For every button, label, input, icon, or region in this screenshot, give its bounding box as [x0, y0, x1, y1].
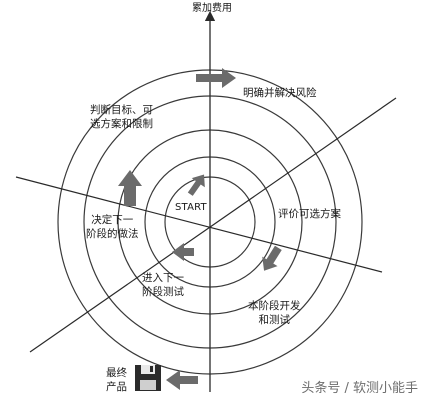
divider-line-left-right	[15, 176, 383, 273]
axis-title: 累加费用	[192, 3, 232, 14]
label-line: 判断目标、可	[90, 104, 153, 116]
label-evaluate-alternatives: 评价可选方案	[278, 208, 341, 220]
label-final-product: 最终 产品	[106, 366, 127, 394]
arrow-icon	[262, 245, 282, 271]
floppy-disk-icon	[135, 365, 161, 391]
label-line: 产品	[106, 381, 127, 393]
label-determine-objectives: 判断目标、可 选方案和限制	[90, 103, 153, 131]
label-line: 进入下一	[142, 272, 184, 284]
label-plan-next-phase: 决定下一 阶段的做法	[86, 213, 139, 241]
label-line: 阶段的做法	[86, 228, 139, 240]
label-line: 最终	[106, 367, 127, 379]
label-line: 决定下一	[91, 214, 134, 226]
label-clarify-risk: 明确并解决风险	[243, 87, 317, 99]
arrow-icon	[196, 68, 236, 88]
label-line: 阶段测试	[142, 286, 184, 298]
label-line: 选方案和限制	[90, 118, 153, 130]
start-label: START	[175, 202, 207, 213]
divider-line-diagonal	[29, 97, 397, 353]
label-next-phase-test: 进入下一 阶段测试	[142, 271, 184, 299]
arrow-icon	[187, 174, 205, 196]
watermark: 头条号 / 软测小能手	[301, 381, 418, 396]
arrow-icon	[172, 243, 194, 261]
arrow-icon	[118, 170, 142, 206]
label-line: 和测试	[258, 314, 291, 326]
arrow-icon	[166, 370, 198, 390]
direction-arrows	[118, 68, 282, 390]
label-line: 本阶段开发	[248, 300, 301, 312]
label-develop-test: 本阶段开发 和测试	[248, 299, 301, 327]
